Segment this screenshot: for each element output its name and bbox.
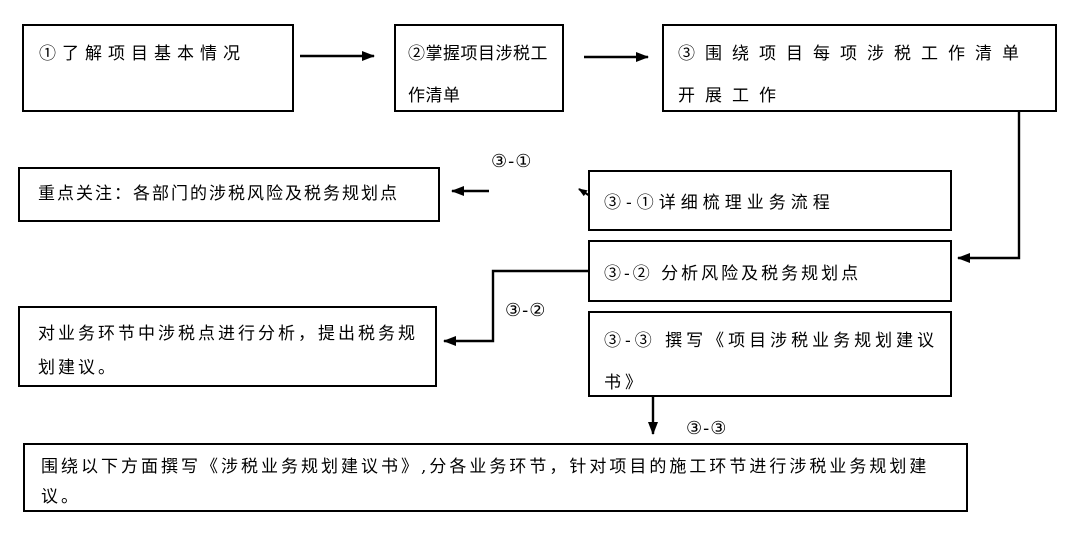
flow-box-focus-points: 重点关注：各部门的涉税风险及税务规划点 xyxy=(18,167,440,222)
connector-label-3-2: ③-② xyxy=(505,300,547,321)
flow-box-step2: ②掌握项目涉税工作清单 xyxy=(394,24,564,112)
flow-box-step3: ③围绕项目每项涉税工作清单开展工作 xyxy=(662,24,1057,112)
flow-box-conclusion: 围绕以下方面撰写《涉税业务规划建议书》,分各业务环节，针对项目的施工环节进行涉税… xyxy=(23,443,968,512)
flow-box-step1: ①了解项目基本情况 xyxy=(22,24,294,112)
flow-box-analysis: 对业务环节中涉税点进行分析，提出税务规划建议。 xyxy=(18,306,437,387)
flow-box-substep1: ③-①详细梳理业务流程 xyxy=(588,170,952,231)
arrow-sub2-to-analysis xyxy=(443,269,588,346)
flow-box-substep2: ③-② 分析风险及税务规划点 xyxy=(588,240,952,302)
connector-label-3-1: ③-① xyxy=(491,151,533,172)
connector-label-3-3: ③-③ xyxy=(686,418,728,439)
arrow-step3-to-sub2 xyxy=(957,112,1021,263)
flow-box-substep3: ③-③ 撰写《项目涉税业务规划建议书》 xyxy=(588,311,952,397)
